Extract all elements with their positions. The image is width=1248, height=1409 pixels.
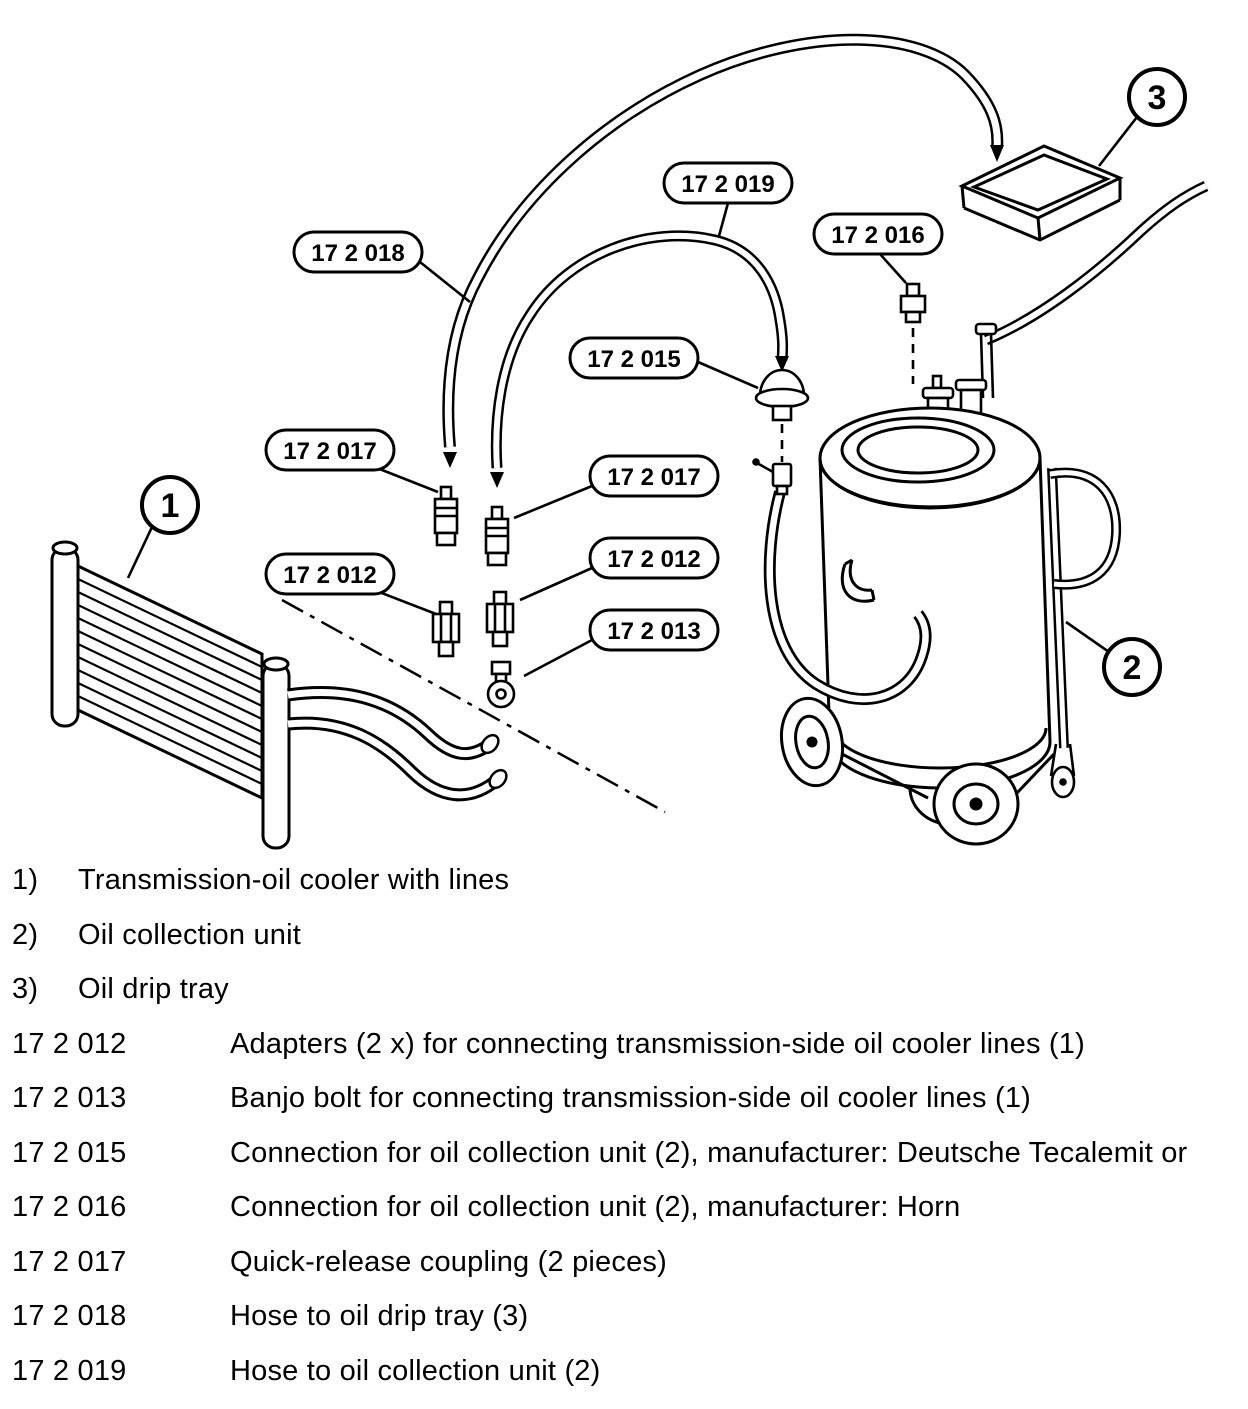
marker-label: 1: [161, 487, 180, 525]
callout-label: 17 2 018: [311, 240, 404, 267]
legend-part-number: 17 2 015: [12, 1137, 230, 1170]
caster-wheel: [1051, 744, 1074, 797]
callout-17-2-017-right: 17 2 017: [590, 456, 718, 496]
legend: 1) Transmission-oil cooler with lines 2)…: [12, 864, 1242, 1409]
callout-17-2-017-left: 17 2 017: [266, 430, 394, 470]
callout-17-2-012-right: 17 2 012: [590, 538, 718, 578]
callout-label: 17 2 015: [587, 346, 680, 373]
legend-item-number: 2): [12, 919, 78, 952]
legend-row-17-2-013: 17 2 013 Banjo bolt for connecting trans…: [12, 1082, 1242, 1137]
hose-valve: [754, 460, 792, 495]
right-wheel: [934, 764, 1018, 844]
marker-3: 3: [1129, 69, 1185, 125]
connection-tecalemit: [756, 370, 808, 462]
legend-item-number: 3): [12, 973, 78, 1006]
marker-label: 2: [1123, 649, 1142, 687]
parts-diagram: 17 2 018 17 2 019 17 2 016 17 2 015 17 2…: [0, 0, 1248, 867]
legend-row-17-2-019: 17 2 019 Hose to oil collection unit (2): [12, 1355, 1242, 1409]
legend-item-number: 1): [12, 864, 78, 897]
oil-collection-unit-illustration: [754, 186, 1207, 844]
legend-row-17-2-016: 17 2 016 Connection for oil collection u…: [12, 1191, 1242, 1246]
quick-release-coupling-right: [486, 507, 508, 565]
legend-row-item-2: 2) Oil collection unit: [12, 919, 1242, 974]
legend-item-text: Oil drip tray: [78, 973, 229, 1006]
marker-label: 3: [1148, 79, 1167, 117]
legend-row-17-2-012: 17 2 012 Adapters (2 x) for connecting t…: [12, 1028, 1242, 1083]
legend-row-17-2-018: 17 2 018 Hose to oil drip tray (3): [12, 1300, 1242, 1355]
legend-part-text: Hose to oil collection unit (2): [230, 1355, 600, 1388]
legend-part-number: 17 2 018: [12, 1300, 230, 1333]
side-frame: [1050, 468, 1116, 748]
callout-17-2-019: 17 2 019: [664, 163, 792, 203]
legend-row-17-2-015: 17 2 015 Connection for oil collection u…: [12, 1137, 1242, 1192]
callout-label: 17 2 017: [283, 438, 376, 465]
legend-part-number: 17 2 013: [12, 1082, 230, 1115]
callout-label: 17 2 012: [283, 562, 376, 589]
callout-label: 17 2 017: [607, 464, 700, 491]
callout-label: 17 2 016: [831, 222, 924, 249]
quick-release-coupling-left: [435, 487, 457, 545]
adapter-right: [487, 592, 513, 646]
callout-label: 17 2 012: [607, 546, 700, 573]
callout-17-2-013: 17 2 013: [590, 610, 718, 650]
connection-horn: [901, 284, 925, 384]
legend-part-text: Connection for oil collection unit (2), …: [230, 1137, 1187, 1170]
callout-17-2-012-left: 17 2 012: [266, 554, 394, 594]
marker-2: 2: [1104, 639, 1160, 695]
callout-17-2-016: 17 2 016: [814, 214, 942, 254]
callout-17-2-015: 17 2 015: [570, 338, 698, 378]
legend-part-text: Hose to oil drip tray (3): [230, 1300, 528, 1333]
banjo-bolt: [488, 662, 514, 707]
legend-part-text: Connection for oil collection unit (2), …: [230, 1191, 961, 1224]
legend-part-text: Banjo bolt for connecting transmission-s…: [230, 1082, 1031, 1115]
legend-part-number: 17 2 017: [12, 1246, 230, 1279]
legend-row-item-3: 3) Oil drip tray: [12, 973, 1242, 1028]
callout-label: 17 2 019: [681, 171, 774, 198]
legend-part-text: Quick-release coupling (2 pieces): [230, 1246, 667, 1279]
oil-drip-tray-illustration: [962, 146, 1120, 240]
legend-part-text: Adapters (2 x) for connecting transmissi…: [230, 1028, 1085, 1061]
legend-part-number: 17 2 016: [12, 1191, 230, 1224]
legend-item-text: Transmission-oil cooler with lines: [78, 864, 509, 897]
legend-row-17-2-017: 17 2 017 Quick-release coupling (2 piece…: [12, 1246, 1242, 1301]
cooler-lines: [288, 693, 510, 795]
callout-label: 17 2 013: [607, 618, 700, 645]
legend-item-text: Oil collection unit: [78, 919, 301, 952]
callout-17-2-018: 17 2 018: [294, 232, 422, 272]
legend-part-number: 17 2 019: [12, 1355, 230, 1388]
adapter-left: [433, 602, 459, 656]
marker-1: 1: [142, 477, 198, 533]
legend-part-number: 17 2 012: [12, 1028, 230, 1061]
legend-row-item-1: 1) Transmission-oil cooler with lines: [12, 864, 1242, 919]
